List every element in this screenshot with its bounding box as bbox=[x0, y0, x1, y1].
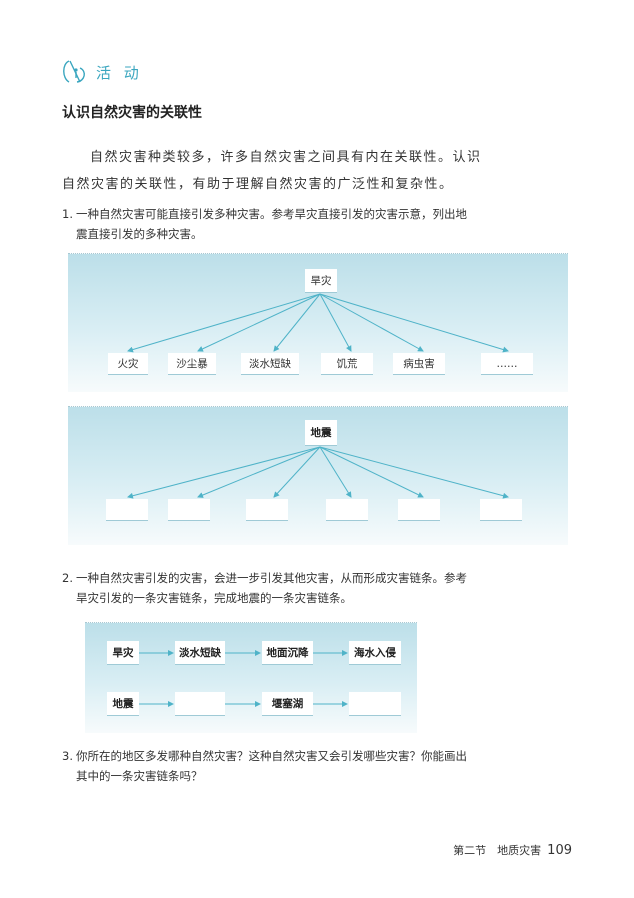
question-number: 3. bbox=[62, 749, 73, 763]
question-text-cont: 旱灾引发的一条灾害链条，完成地震的一条灾害链条。 bbox=[76, 591, 352, 605]
blank-answer-box[interactable] bbox=[349, 692, 401, 716]
drought-diagram: 旱灾 火灾 沙尘暴 淡水短缺 饥荒 病虫害 …… bbox=[68, 253, 568, 392]
question-2: 2.一种自然灾害引发的灾害，会进一步引发其他灾害，从而形成灾害链条。参考 旱灾引… bbox=[62, 568, 502, 608]
question-3: 3.你所在的地区多发哪种自然灾害？这种自然灾害又会引发哪些灾害？你能画出 其中的… bbox=[62, 746, 502, 786]
intro-text: 自然灾害种类较多，许多自然灾害之间具有内在关联性。认识自然灾害的关联性，有助于理… bbox=[62, 150, 482, 192]
activity-icon bbox=[63, 60, 85, 83]
blank-answer-box[interactable] bbox=[175, 692, 225, 716]
activity-header: 活 动 bbox=[60, 58, 143, 86]
intro-paragraph: 自然灾害种类较多，许多自然灾害之间具有内在关联性。认识自然灾害的关联性，有助于理… bbox=[62, 144, 482, 198]
arrow-lines bbox=[127, 293, 509, 353]
question-text: 你所在的地区多发哪种自然灾害？这种自然灾害又会引发哪些灾害？你能画出 bbox=[76, 749, 467, 763]
page-footer: 第二节 地质灾害 109 bbox=[453, 842, 572, 858]
question-text-cont: 震直接引发的多种灾害。 bbox=[76, 227, 203, 241]
blank-answer-box[interactable] bbox=[398, 499, 440, 521]
child-node: …… bbox=[481, 353, 533, 375]
question-text: 一种自然灾害引发的灾害，会进一步引发其他灾害，从而形成灾害链条。参考 bbox=[76, 571, 467, 585]
chain-node: 地面沉降 bbox=[262, 641, 313, 665]
arrow-lines bbox=[139, 650, 348, 707]
blank-answer-box[interactable] bbox=[106, 499, 148, 521]
root-node: 地震 bbox=[305, 420, 337, 446]
section-title: 认识自然灾害的关联性 bbox=[62, 105, 202, 121]
child-node: 沙尘暴 bbox=[168, 353, 216, 375]
child-node: 病虫害 bbox=[393, 353, 445, 375]
activity-label: 活 动 bbox=[96, 63, 143, 82]
question-number: 1. bbox=[62, 207, 73, 221]
page-number: 109 bbox=[547, 843, 572, 858]
chain-node: 地震 bbox=[107, 692, 139, 716]
chain-node: 旱灾 bbox=[107, 641, 139, 665]
child-node: 淡水短缺 bbox=[241, 353, 299, 375]
root-node: 旱灾 bbox=[305, 269, 337, 293]
child-node: 火灾 bbox=[108, 353, 148, 375]
blank-answer-box[interactable] bbox=[168, 499, 210, 521]
blank-answer-box[interactable] bbox=[246, 499, 288, 521]
question-1: 1.一种自然灾害可能直接引发多种灾害。参考旱灾直接引发的灾害示意，列出地 震直接… bbox=[62, 204, 502, 244]
question-number: 2. bbox=[62, 571, 73, 585]
child-node: 饥荒 bbox=[321, 353, 373, 375]
earthquake-diagram: 地震 bbox=[68, 406, 568, 545]
arrow-lines bbox=[127, 446, 509, 499]
chain-node: 堰塞湖 bbox=[262, 692, 313, 716]
question-text-cont: 其中的一条灾害链条吗？ bbox=[76, 769, 203, 783]
blank-answer-box[interactable] bbox=[326, 499, 368, 521]
chain-node: 淡水短缺 bbox=[175, 641, 225, 665]
chain-diagram: 旱灾 淡水短缺 地面沉降 海水入侵 地震 堰塞湖 bbox=[85, 622, 417, 733]
footer-section: 第二节 地质灾害 bbox=[453, 844, 542, 857]
chain-node: 海水入侵 bbox=[349, 641, 401, 665]
question-text: 一种自然灾害可能直接引发多种灾害。参考旱灾直接引发的灾害示意，列出地 bbox=[76, 207, 467, 221]
blank-answer-box[interactable] bbox=[480, 499, 522, 521]
